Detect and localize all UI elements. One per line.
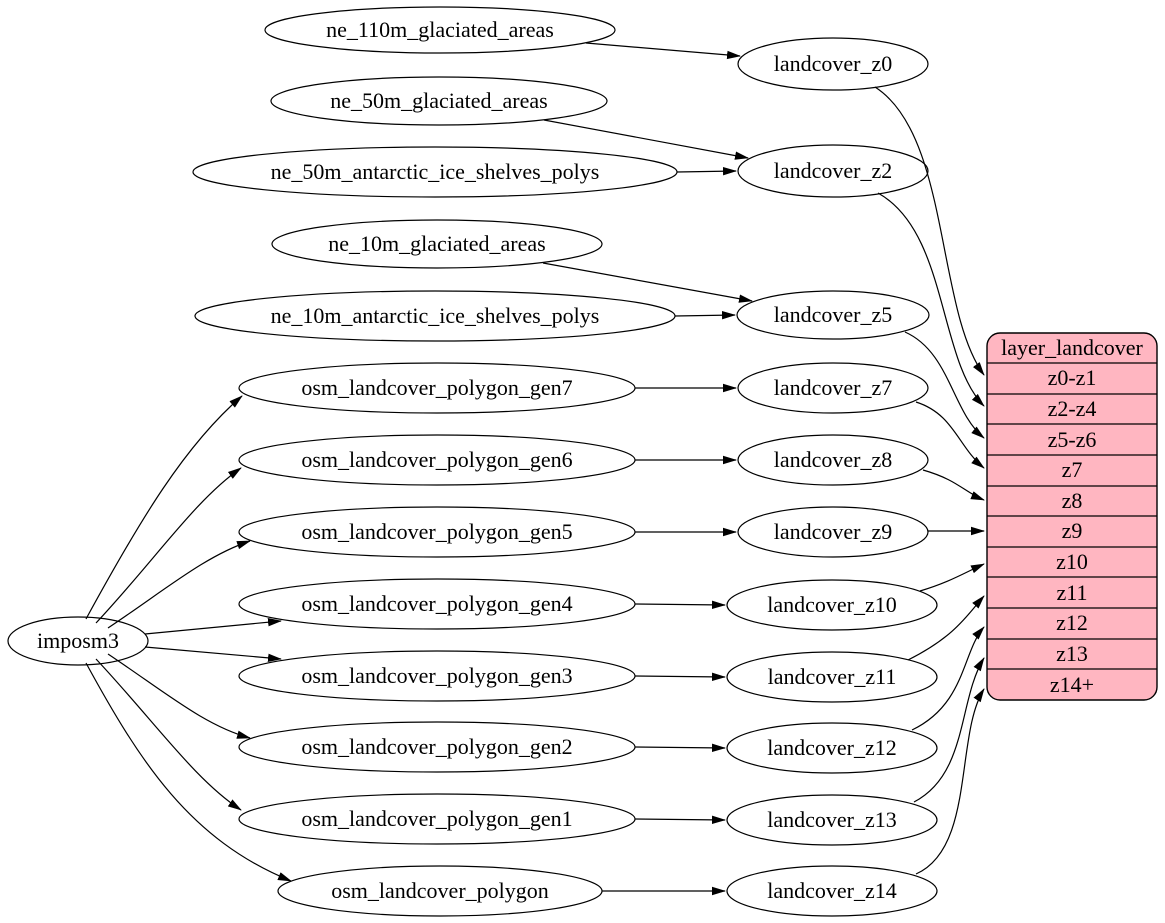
table-row-z8: z8 <box>1062 488 1083 513</box>
node-label: imposm3 <box>37 628 119 653</box>
node-osm_landcover_polygon_gen2: osm_landcover_polygon_gen2 <box>238 721 636 773</box>
node-label: ne_50m_glaciated_areas <box>330 88 547 113</box>
node-osm_landcover_polygon: osm_landcover_polygon <box>277 865 603 917</box>
node-osm_landcover_polygon_gen6: osm_landcover_polygon_gen6 <box>238 434 636 486</box>
edge-imposm3-to-osm_landcover_polygon_gen3 <box>144 646 282 663</box>
node-landcover_z2: landcover_z2 <box>737 144 929 198</box>
node-label: ne_10m_glaciated_areas <box>328 231 545 256</box>
node-osm_landcover_polygon_gen7: osm_landcover_polygon_gen7 <box>238 362 636 414</box>
table-row-z7: z7 <box>1062 457 1083 482</box>
node-landcover_z0: landcover_z0 <box>737 37 929 91</box>
node-label: osm_landcover_polygon_gen1 <box>301 806 572 831</box>
node-label: landcover_z13 <box>767 807 897 832</box>
edge-landcover_z5-to-row-z5-z6 <box>904 331 985 439</box>
node-landcover_z12: landcover_z12 <box>726 722 938 774</box>
edge-imposm3-to-osm_landcover_polygon_gen2 <box>107 653 251 739</box>
edge-imposm3-to-osm_landcover_polygon_gen5 <box>107 540 251 629</box>
table-row-z11: z11 <box>1057 580 1088 605</box>
edge-landcover_z2-to-row-z2-z4 <box>877 192 985 407</box>
node-label: landcover_z14 <box>767 878 897 903</box>
edge-landcover_z0-to-row-z0-z1 <box>874 86 985 376</box>
edge-landcover_z10-to-row-z10 <box>919 563 985 592</box>
edge-ne_50m_antarctic_ice_shelves_polys-to-landcover_z2 <box>676 167 737 176</box>
edge-osm_landcover_polygon_gen1-to-landcover_z13 <box>634 815 726 825</box>
edge-landcover_z14-to-row-z14plus <box>915 688 985 875</box>
node-landcover_z11: landcover_z11 <box>726 651 938 703</box>
node-ne_10m_antarctic_ice_shelves_polys: ne_10m_antarctic_ice_shelves_polys <box>194 290 676 342</box>
edge-osm_landcover_polygon_gen4-to-landcover_z10 <box>634 600 726 610</box>
node-label: landcover_z10 <box>767 592 897 617</box>
table-row-z10: z10 <box>1056 549 1088 574</box>
node-landcover_z13: landcover_z13 <box>726 794 938 846</box>
edge-osm_landcover_polygon_gen2-to-landcover_z12 <box>634 743 726 753</box>
node-osm_landcover_polygon_gen5: osm_landcover_polygon_gen5 <box>238 506 636 558</box>
node-label: landcover_z0 <box>774 51 893 76</box>
node-osm_landcover_polygon_gen3: osm_landcover_polygon_gen3 <box>238 650 636 702</box>
node-label: landcover_z2 <box>774 158 893 183</box>
node-landcover_z7: landcover_z7 <box>737 362 929 414</box>
node-label: osm_landcover_polygon_gen6 <box>301 447 572 472</box>
edge-ne_50m_glaciated_areas-to-landcover_z2 <box>543 119 749 160</box>
edge-landcover_z8-to-row-z8 <box>922 469 985 501</box>
node-ne_50m_glaciated_areas: ne_50m_glaciated_areas <box>270 76 608 126</box>
node-osm_landcover_polygon_gen4: osm_landcover_polygon_gen4 <box>238 578 636 630</box>
node-landcover_z14: landcover_z14 <box>726 865 938 917</box>
node-osm_landcover_polygon_gen1: osm_landcover_polygon_gen1 <box>238 793 636 845</box>
node-label: osm_landcover_polygon_gen5 <box>301 519 572 544</box>
edge-imposm3-to-osm_landcover_polygon_gen6 <box>95 467 242 624</box>
node-label: osm_landcover_polygon_gen4 <box>301 591 572 616</box>
node-label: landcover_z8 <box>774 447 893 472</box>
table-row-z0-z1: z0-z1 <box>1048 365 1097 390</box>
node-label: osm_landcover_polygon_gen3 <box>301 663 572 688</box>
node-label: landcover_z12 <box>767 735 897 760</box>
node-label: ne_10m_antarctic_ice_shelves_polys <box>271 303 600 328</box>
edge-landcover_z12-to-row-z12 <box>911 626 985 731</box>
edge-ne_10m_glaciated_areas-to-landcover_z5 <box>542 262 753 303</box>
node-landcover_z10: landcover_z10 <box>726 579 938 631</box>
node-label: osm_landcover_polygon <box>331 878 549 903</box>
table-row-z14plus: z14+ <box>1050 672 1094 697</box>
node-ne_10m_glaciated_areas: ne_10m_glaciated_areas <box>271 219 603 269</box>
node-label: osm_landcover_polygon_gen2 <box>301 734 572 759</box>
node-label: landcover_z11 <box>768 664 897 689</box>
edge-ne_110m_glaciated_areas-to-landcover_z0 <box>585 42 741 60</box>
table-row-z12: z12 <box>1056 610 1088 635</box>
table-row-z2-z4: z2-z4 <box>1048 396 1097 421</box>
edge-landcover_z7-to-row-z7 <box>915 401 985 469</box>
node-imposm3: imposm3 <box>7 616 149 666</box>
table-title: layer_landcover <box>1001 335 1143 360</box>
node-label: ne_110m_glaciated_areas <box>326 17 554 42</box>
edge-imposm3-to-osm_landcover_polygon_gen4 <box>144 618 282 635</box>
edge-ne_10m_antarctic_ice_shelves_polys-to-landcover_z5 <box>674 311 736 320</box>
edge-imposm3-to-osm_landcover_polygon_gen1 <box>95 658 242 811</box>
edge-osm_landcover_polygon_gen3-to-landcover_z11 <box>634 672 726 682</box>
table-row-z9: z9 <box>1062 518 1083 543</box>
edge-imposm3-to-osm_landcover_polygon <box>85 662 292 882</box>
table-row-z13: z13 <box>1056 641 1088 666</box>
node-label: ne_50m_antarctic_ice_shelves_polys <box>271 159 600 184</box>
node-label: landcover_z5 <box>774 302 893 327</box>
node-label: osm_landcover_polygon_gen7 <box>301 375 572 400</box>
node-ne_110m_glaciated_areas: ne_110m_glaciated_areas <box>264 6 616 54</box>
node-landcover_z8: landcover_z8 <box>737 434 929 486</box>
node-label: landcover_z7 <box>774 375 893 400</box>
node-ne_50m_antarctic_ice_shelves_polys: ne_50m_antarctic_ice_shelves_polys <box>192 146 678 198</box>
table-layer_landcover: layer_landcover z0-z1 z2-z4 z5-z6 z7 z8 … <box>986 332 1158 701</box>
edge-imposm3-to-osm_landcover_polygon_gen7 <box>85 395 243 620</box>
node-landcover_z5: landcover_z5 <box>736 290 930 340</box>
node-label: landcover_z9 <box>774 519 893 544</box>
node-landcover_z9: landcover_z9 <box>737 506 929 558</box>
edge-landcover_z13-to-row-z13 <box>913 657 985 803</box>
edge-landcover_z11-to-row-z11 <box>907 595 985 661</box>
table-row-z5-z6: z5-z6 <box>1048 427 1097 452</box>
